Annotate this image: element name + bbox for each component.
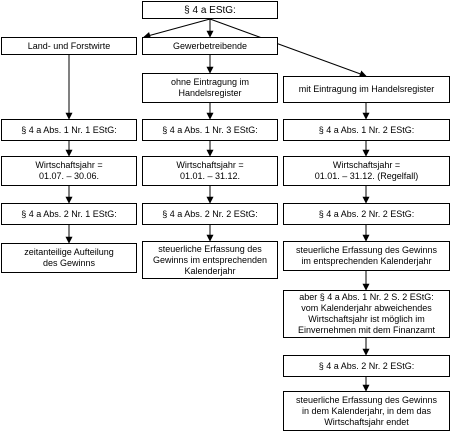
connector-root-to-land — [143, 18, 211, 39]
col1-law2-label: § 4 a Abs. 2 Nr. 1 EStG: — [21, 208, 117, 219]
col2-year-box: Wirtschaftsjahr = 01.01. – 31.12. — [142, 156, 278, 186]
col3-law1-box: § 4 a Abs. 1 Nr. 2 EStG: — [283, 119, 450, 141]
col2-law2-label: § 4 a Abs. 2 Nr. 2 EStG: — [162, 208, 258, 219]
col2-law2-box: § 4 a Abs. 2 Nr. 2 EStG: — [142, 203, 278, 225]
col1-result-label: zeitanteilige Aufteilung des Gewinns — [24, 247, 114, 268]
col3-result-box: steuerliche Erfassung des Gewinns im ent… — [283, 241, 450, 271]
col2-year-label: Wirtschaftsjahr = 01.01. – 31.12. — [176, 160, 244, 181]
col3-final-label: steuerliche Erfassung des Gewinns in dem… — [295, 394, 438, 427]
col1-law1-box: § 4 a Abs. 1 Nr. 1 EStG: — [1, 119, 137, 141]
root-box: § 4 a EStG: — [142, 1, 278, 19]
col3-exception-label: aber § 4 a Abs. 1 Nr. 2 S. 2 EStG: vom K… — [297, 292, 436, 335]
connector-root-to-mit — [209, 18, 367, 78]
col3-law3-label: § 4 a Abs. 2 Nr. 2 EStG: — [318, 360, 415, 371]
branch-gewerbe-label: Gewerbetreibende — [172, 40, 248, 51]
col3-law2-box: § 4 a Abs. 2 Nr. 2 EStG: — [283, 203, 450, 225]
col3-law3-box: § 4 a Abs. 2 Nr. 2 EStG: — [283, 355, 450, 377]
col3-year-box: Wirtschaftsjahr = 01.01. – 31.12. (Regel… — [283, 156, 450, 186]
col3-final-box: steuerliche Erfassung des Gewinns in dem… — [283, 391, 450, 431]
col3-law1-label: § 4 a Abs. 1 Nr. 2 EStG: — [318, 124, 415, 135]
col1-law2-box: § 4 a Abs. 2 Nr. 1 EStG: — [1, 203, 137, 225]
ohne-eintragung-box: ohne Eintragung im Handelsregister — [142, 73, 278, 103]
col2-law1-box: § 4 a Abs. 1 Nr. 3 EStG: — [142, 119, 278, 141]
branch-gewerbe-box: Gewerbetreibende — [142, 37, 278, 55]
col1-year-label: Wirtschaftsjahr = 01.07. – 30.06. — [35, 160, 103, 181]
col3-result-label: steuerliche Erfassung des Gewinns im ent… — [295, 245, 438, 266]
col1-year-box: Wirtschaftsjahr = 01.07. – 30.06. — [1, 156, 137, 186]
col2-law1-label: § 4 a Abs. 1 Nr. 3 EStG: — [162, 124, 258, 135]
col3-exception-box: aber § 4 a Abs. 1 Nr. 2 S. 2 EStG: vom K… — [283, 290, 450, 338]
col1-law1-label: § 4 a Abs. 1 Nr. 1 EStG: — [21, 124, 117, 135]
mit-eintragung-label: mit Eintragung im Handelsregister — [298, 84, 435, 94]
mit-eintragung-box: mit Eintragung im Handelsregister — [283, 76, 450, 103]
col3-year-label: Wirtschaftsjahr = 01.01. – 31.12. (Regel… — [314, 160, 419, 181]
branch-land-label: Land- und Forstwirte — [27, 40, 111, 51]
col1-result-box: zeitanteilige Aufteilung des Gewinns — [1, 243, 137, 273]
col2-result-label: steuerliche Erfassung des Gewinns im ent… — [152, 243, 268, 276]
branch-land-box: Land- und Forstwirte — [1, 37, 137, 55]
ohne-eintragung-label: ohne Eintragung im Handelsregister — [170, 77, 250, 98]
root-label: § 4 a EStG: — [184, 4, 236, 16]
col3-law2-label: § 4 a Abs. 2 Nr. 2 EStG: — [318, 208, 415, 219]
col2-result-box: steuerliche Erfassung des Gewinns im ent… — [142, 241, 278, 279]
